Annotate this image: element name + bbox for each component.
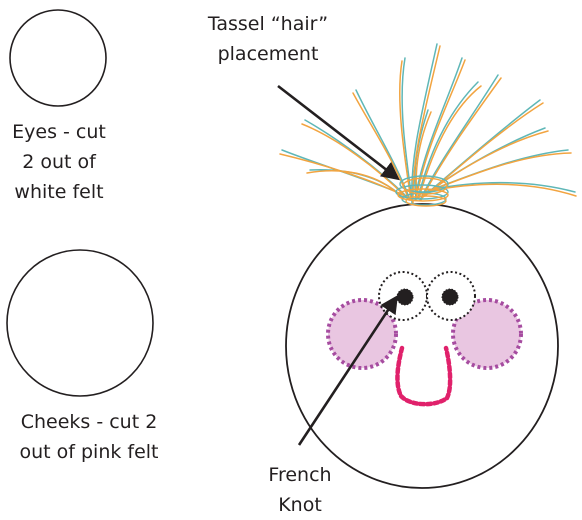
cheeks-label: Cheeks - cut 2 out of pink felt xyxy=(0,407,178,467)
cheeks-label-line-1: Cheeks - cut 2 xyxy=(0,407,178,437)
left-pupil-knot xyxy=(397,289,413,305)
eye-pattern-circle xyxy=(10,10,106,106)
eyes-label-line-1: Eyes - cut xyxy=(0,117,118,147)
tassel-label-line-2: placement xyxy=(188,39,348,69)
eyes-label-line-2: 2 out of xyxy=(0,147,118,177)
cheek-pattern-circle xyxy=(7,250,153,396)
french-knot-label-line-2: Knot xyxy=(242,490,358,520)
eyes-label-line-3: white felt xyxy=(0,177,118,207)
mouth-stitch xyxy=(397,348,450,404)
french-knot-label: French Knot xyxy=(242,460,358,520)
tassel-label-line-1: Tassel “hair” xyxy=(188,9,348,39)
right-pupil-knot xyxy=(442,289,458,305)
cheeks-label-line-2: out of pink felt xyxy=(0,437,178,467)
tassel-arrow xyxy=(278,86,397,178)
tassel-label: Tassel “hair” placement xyxy=(188,9,348,69)
french-knot-label-line-1: French xyxy=(242,460,358,490)
eyes-label: Eyes - cut 2 out of white felt xyxy=(0,117,118,207)
